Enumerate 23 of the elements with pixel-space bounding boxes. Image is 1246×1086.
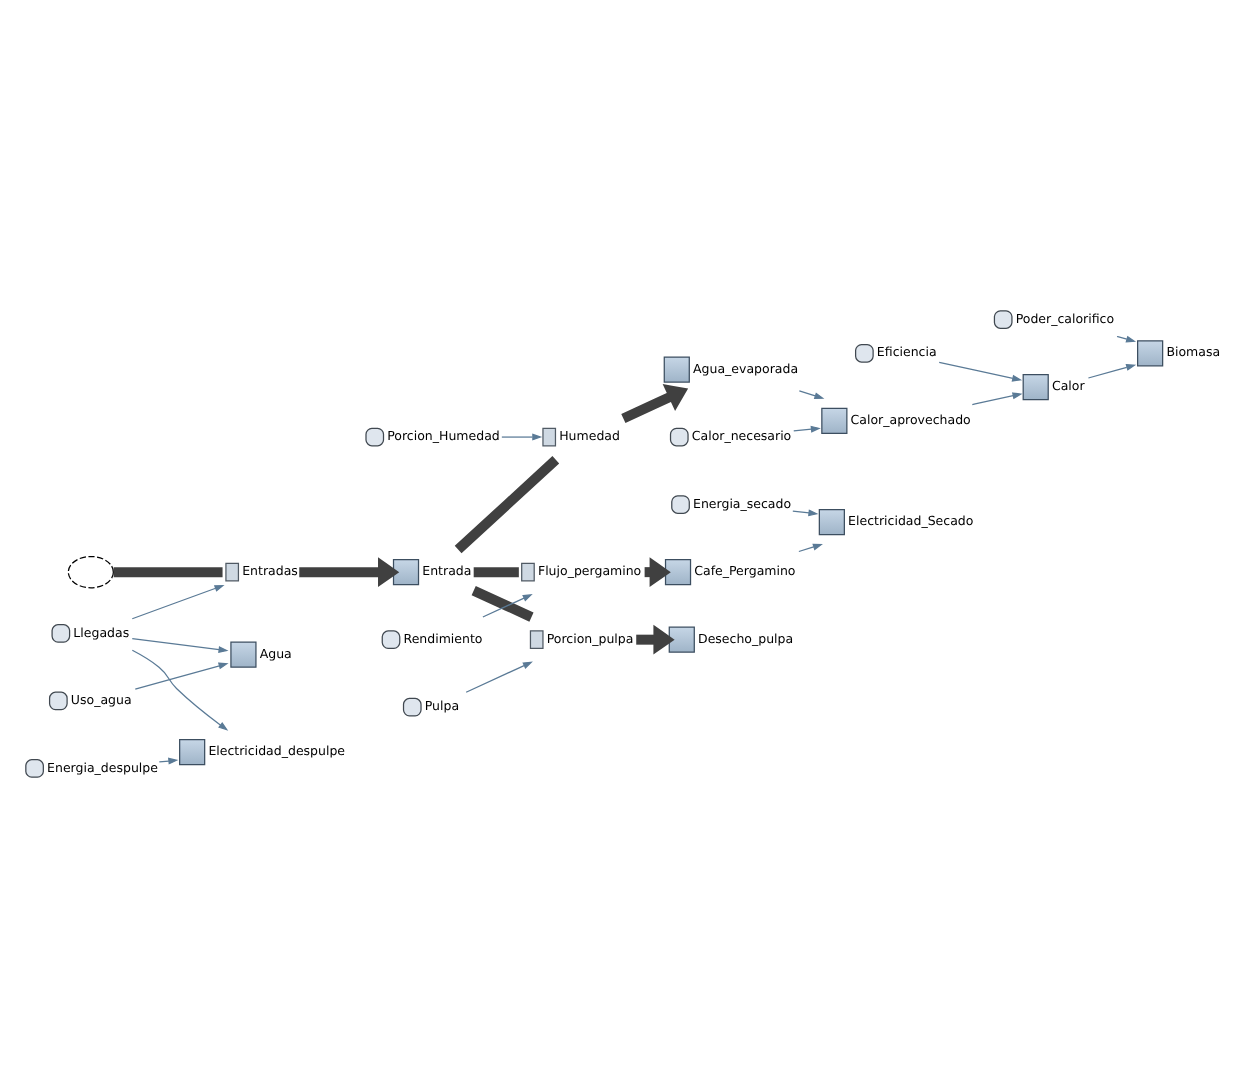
- arrow: [134, 661, 229, 689]
- arrow: [792, 508, 819, 516]
- arrow: [636, 623, 675, 654]
- connector: [113, 566, 223, 577]
- arrow: [798, 542, 823, 552]
- arrow: [1116, 334, 1137, 342]
- arrow: [482, 593, 533, 617]
- arrow: [1087, 363, 1137, 378]
- arrow: [793, 424, 821, 432]
- node-cloud: [67, 554, 114, 588]
- arrow: [971, 391, 1023, 405]
- arrow: [501, 432, 543, 440]
- arrow: [621, 382, 689, 422]
- connector: [471, 585, 534, 621]
- arrow: [938, 360, 1023, 381]
- arrow: [798, 389, 825, 399]
- arrow: [131, 636, 229, 652]
- arrow: [131, 648, 229, 730]
- arrow: [131, 584, 225, 619]
- arrow: [299, 556, 400, 586]
- connector: [454, 455, 560, 553]
- connector: [473, 566, 519, 577]
- arrow: [465, 660, 533, 692]
